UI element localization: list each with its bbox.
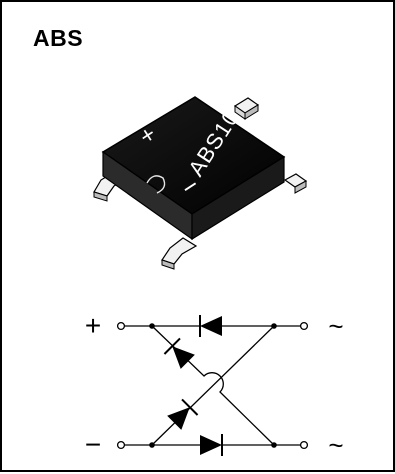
node-top-left <box>149 323 155 329</box>
package-title: ABS <box>33 25 84 51</box>
terminal-ac-bottom <box>299 440 309 450</box>
diode-cross-lower <box>167 398 199 430</box>
lead-bottom <box>161 237 198 270</box>
node-bottom-left <box>149 442 155 448</box>
terminal-ac-top <box>299 321 309 331</box>
terminal-minus <box>116 440 126 450</box>
diode-top <box>199 315 222 337</box>
label-minus: − <box>85 429 101 460</box>
diode-cross-upper <box>163 337 195 369</box>
lead-top-right <box>233 97 260 120</box>
label-ac-bottom: ~ <box>328 430 343 460</box>
label-plus: + <box>85 310 101 341</box>
label-ac-top: ~ <box>328 311 343 341</box>
lead-right <box>283 173 308 194</box>
node-top-right <box>271 323 277 329</box>
package-body <box>101 96 286 241</box>
terminal-plus <box>116 321 126 331</box>
node-bottom-right <box>271 442 277 448</box>
diode-bottom <box>200 434 223 456</box>
